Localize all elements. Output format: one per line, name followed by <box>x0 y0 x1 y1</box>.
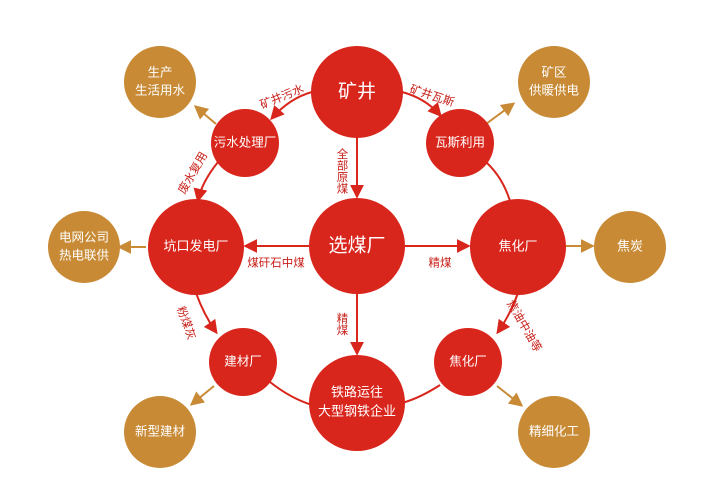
label-coking-plant-2: 焦化厂 <box>449 354 487 369</box>
label-coke: 焦炭 <box>617 240 643 255</box>
product-nodes <box>48 46 666 468</box>
edge-label-prep-railway: 精煤 <box>336 313 350 337</box>
label-mine: 矿井 <box>338 81 376 103</box>
label-fine-chemicals: 精细化工 <box>529 424 579 439</box>
label-prep-plant: 选煤厂 <box>328 235 385 257</box>
arrow-mine-to-gas <box>401 91 442 118</box>
arrow-gas-to-heating <box>485 102 516 125</box>
edge-label-prep-power: 煤矸石中煤 <box>247 256 305 270</box>
node-coking-plant-2 <box>434 328 502 396</box>
node-new-materials <box>124 396 196 468</box>
arrow-mine-to-wastewater <box>270 91 313 121</box>
arrow-coking-to-coking2 <box>496 292 519 335</box>
node-prep-plant <box>309 198 405 294</box>
label-new-materials: 新型建材 <box>135 424 185 439</box>
arrow-coking2-to-chemicals <box>496 385 524 407</box>
edge-label-prep-coking: 精煤 <box>429 256 452 270</box>
label-grid-line2: 热电联供 <box>59 248 109 263</box>
node-grid <box>48 211 120 283</box>
edge-label-wastewater-power: 废水复用 <box>175 149 210 196</box>
edge-label-power-material: 粉煤灰 <box>174 304 199 341</box>
label-heating-line1: 矿区 <box>541 65 566 80</box>
node-fine-chemicals <box>518 396 590 468</box>
label-grid-line1: 电网公司 <box>59 230 109 245</box>
node-coking-plant-1 <box>470 199 566 295</box>
label-wastewater-plant: 污水处理厂 <box>214 135 277 150</box>
label-railway-line1: 铁路运往 <box>331 385 383 401</box>
product-arrows <box>117 102 595 407</box>
node-gas-use <box>426 109 494 177</box>
node-building-material-plant <box>209 328 277 396</box>
label-building-material-plant: 建材厂 <box>224 354 262 369</box>
label-domestic-water-line1: 生产 <box>147 65 172 80</box>
arrow-wastewater-to-water <box>193 105 217 125</box>
label-domestic-water-line2: 生活用水 <box>135 83 186 98</box>
process-nodes <box>148 46 566 451</box>
arrow-wastewater-to-power <box>193 161 219 203</box>
edge-label-coking-coking: 焦油中油等 <box>504 297 545 354</box>
label-power-plant: 坑口发电厂 <box>163 239 228 255</box>
node-mine <box>311 46 403 138</box>
label-gas-use: 瓦斯利用 <box>435 135 485 150</box>
ring-railway-to-coking2 <box>401 384 441 404</box>
node-heating <box>518 46 590 118</box>
label-heating-line2: 供暖供电 <box>529 83 580 98</box>
node-domestic-water <box>124 46 196 118</box>
node-railway <box>309 355 405 451</box>
flow-arrows <box>193 91 519 356</box>
node-wastewater-plant <box>211 109 279 177</box>
edge-label-mine-prep: 全部原煤 <box>336 147 350 195</box>
label-railway-line2: 大型钢铁企业 <box>318 404 396 420</box>
node-labels: 矿井 污水处理厂 瓦斯利用 选煤厂 坑口发电厂 焦化厂 建材厂 铁路运往 大型钢… <box>59 65 643 439</box>
arrow-material-to-newmat <box>189 385 215 406</box>
edge-label-mine-gas: 矿井瓦斯 <box>408 82 457 110</box>
ring-material-to-railway <box>269 381 313 406</box>
arrow-power-to-material <box>195 292 218 335</box>
label-coking-plant-1: 焦化厂 <box>498 240 537 255</box>
node-power-plant <box>148 199 244 295</box>
node-coke <box>594 211 666 283</box>
